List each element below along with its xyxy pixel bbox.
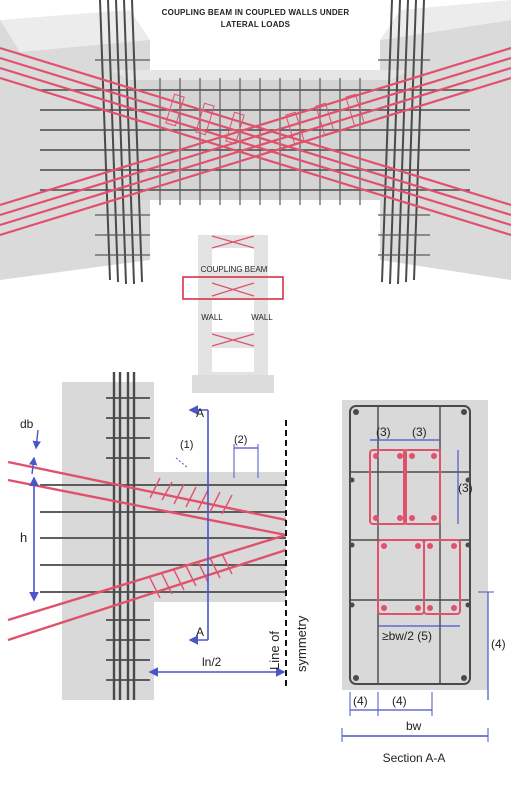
section-marker-bottom: A: [196, 625, 204, 639]
bw-label: bw: [406, 719, 422, 733]
note-3b-label: (3): [412, 425, 427, 439]
note-1-label: (1): [180, 439, 193, 451]
bw-half-label: ≥bw/2 (5): [382, 629, 432, 643]
note-2-label: (2): [234, 434, 247, 446]
line-of-label: Line of: [267, 631, 282, 670]
note-3a-label: (3): [376, 425, 391, 439]
mini-coupled-wall: [182, 235, 284, 393]
note-3c-label: (3): [458, 481, 473, 495]
title-line-1: COUPLING BEAM IN COUPLED WALLS UNDER: [161, 8, 350, 17]
note-4-mid-label: (4): [392, 694, 407, 708]
elevation-detail: [7, 372, 287, 700]
section-marker-top: A: [196, 406, 204, 420]
section-a-a: [341, 400, 494, 742]
ln-half-label: ln/2: [202, 655, 222, 669]
symmetry-label: symmetry: [294, 615, 309, 672]
coupling-beam-label: COUPLING BEAM: [201, 265, 268, 274]
section-caption: Section A-A: [383, 751, 446, 765]
title-line-2: LATERAL LOADS: [220, 20, 291, 29]
note-4-left-label: (4): [353, 694, 368, 708]
note-4-right-label: (4): [491, 637, 506, 651]
top-3d-rendering: [0, 0, 511, 285]
h-label: h: [20, 530, 27, 545]
db-label: db: [20, 417, 34, 431]
wall-left-label: WALL: [201, 313, 223, 322]
wall-right-label: WALL: [251, 313, 273, 322]
